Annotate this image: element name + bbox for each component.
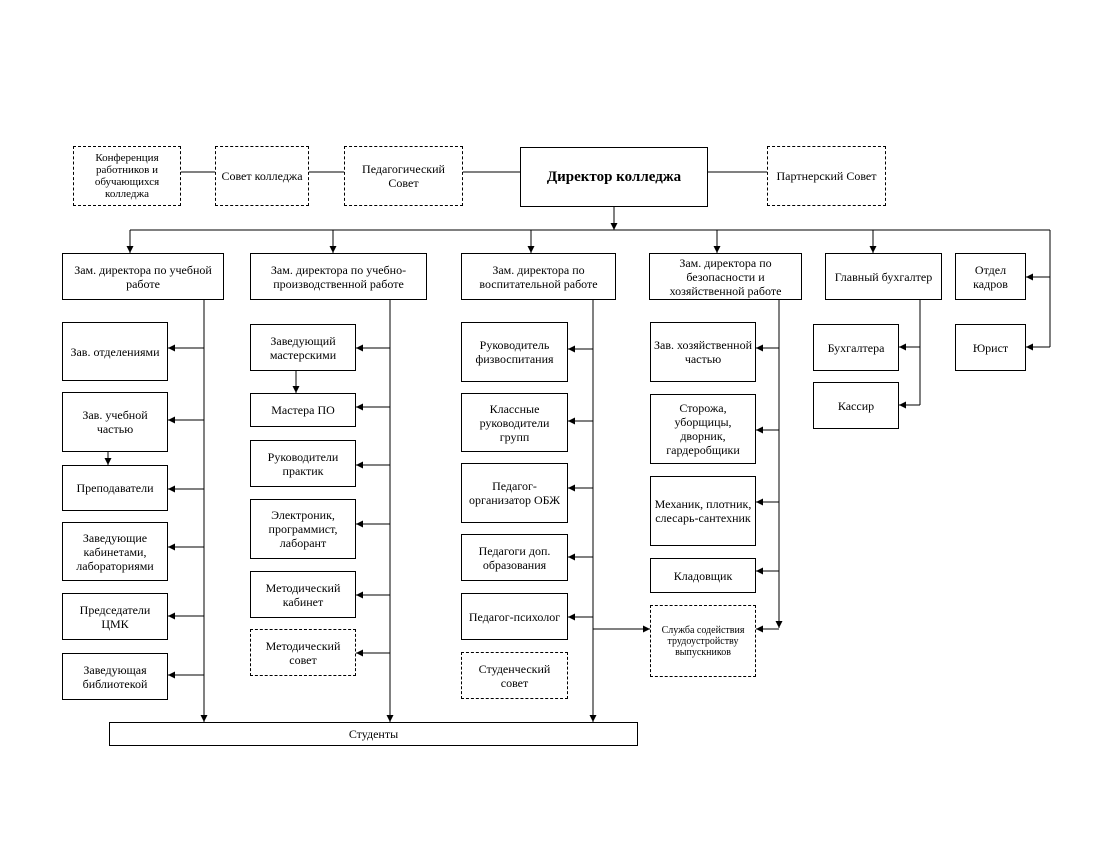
household-head-box: Зав. хозяйственной частью xyxy=(650,322,756,382)
workshop-head-box: Заведующий мастерскими xyxy=(250,324,356,371)
pedagogical-council-box: Педагогический Совет xyxy=(344,146,463,206)
psychologist-box: Педагог-психолог xyxy=(461,593,568,640)
class-heads-box: Классные руководители групп xyxy=(461,393,568,452)
student-council-box: Студенческий совет xyxy=(461,652,568,699)
library-head-box: Заведующая библиотекой xyxy=(62,653,168,700)
deputy-educational-box: Зам. директора по воспитательной работе xyxy=(461,253,616,300)
lawyer-box: Юрист xyxy=(955,324,1026,371)
mechanic-plumber-box: Механик, плотник, слесарь-сантехник xyxy=(650,476,756,546)
accountants-box: Бухгалтера xyxy=(813,324,899,371)
chief-accountant-box: Главный бухгалтер xyxy=(825,253,942,300)
guards-cleaners-box: Сторожа, уборщицы, дворник, гардеробщики xyxy=(650,394,756,464)
deputy-safety-box: Зам. директора по безопасности и хозяйст… xyxy=(649,253,802,300)
college-council-box: Совет колледжа xyxy=(215,146,309,206)
method-council-box: Методический совет xyxy=(250,629,356,676)
conference-box: Конференция работников и обучающихся кол… xyxy=(73,146,181,206)
obzh-organizer-box: Педагог-организатор ОБЖ xyxy=(461,463,568,523)
hr-department-box: Отдел кадров xyxy=(955,253,1026,300)
teachers-box: Преподаватели xyxy=(62,465,168,511)
extra-education-box: Педагоги доп. образования xyxy=(461,534,568,581)
deputy-production-box: Зам. директора по учебно-производственно… xyxy=(250,253,427,300)
pe-head-box: Руководитель физвоспитания xyxy=(461,322,568,382)
dept-heads-box: Зав. отделениями xyxy=(62,322,168,381)
cashier-box: Кассир xyxy=(813,382,899,429)
director-box: Директор колледжа xyxy=(520,147,708,207)
masters-box: Мастера ПО xyxy=(250,393,356,427)
study-head-box: Зав. учебной частью xyxy=(62,392,168,452)
storekeeper-box: Кладовщик xyxy=(650,558,756,593)
practice-heads-box: Руководители практик xyxy=(250,440,356,487)
it-staff-box: Электроник, программист, лаборант xyxy=(250,499,356,559)
partner-council-box: Партнерский Совет xyxy=(767,146,886,206)
cabinet-heads-box: Заведующие кабинетами, лабораториями xyxy=(62,522,168,581)
employment-service-box: Служба содействия трудоустройству выпуск… xyxy=(650,605,756,677)
method-cabinet-box: Методический кабинет xyxy=(250,571,356,618)
deputy-academic-box: Зам. директора по учебной работе xyxy=(62,253,224,300)
cmk-chairs-box: Председатели ЦМК xyxy=(62,593,168,640)
students-box: Студенты xyxy=(109,722,638,746)
